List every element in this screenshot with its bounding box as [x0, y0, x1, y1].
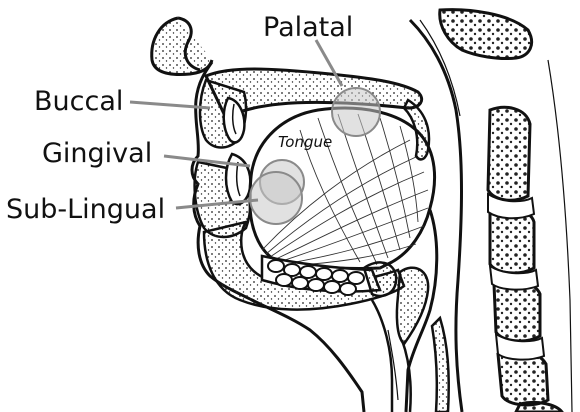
lower-incisor	[226, 154, 250, 204]
buccal-leader	[130, 102, 210, 108]
vertebrae	[488, 107, 562, 412]
spine-back-line	[548, 60, 572, 412]
tongue-label: Tongue	[278, 135, 332, 150]
buccal-label: Buccal	[34, 88, 123, 115]
sublingual-region	[250, 172, 302, 224]
trachea	[432, 318, 449, 412]
palatal-label: Palatal	[263, 14, 353, 41]
skull-base	[440, 10, 532, 59]
sublingual-label: Sub-Lingual	[6, 196, 165, 223]
palatal-region	[332, 88, 380, 136]
epiglottis	[397, 268, 428, 344]
nose-outline	[152, 18, 212, 74]
gingival-label: Gingival	[42, 140, 152, 167]
